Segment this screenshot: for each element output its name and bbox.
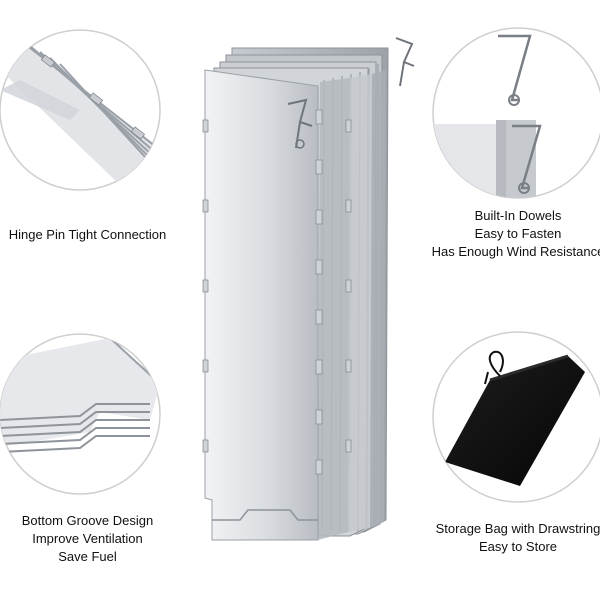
feature-caption-line: Improve Ventilation [32,531,143,546]
feature-caption-hinge: Hinge Pin Tight Connection [0,226,175,244]
feature-caption-line: Save Fuel [58,549,117,564]
feature-caption-line: Storage Bag with Drawstring [435,521,600,536]
dowel-detail-image [432,27,600,199]
feature-caption-line: Hinge Pin Tight Connection [8,227,167,242]
feature-caption-line: Easy to Fasten [474,226,562,241]
feature-caption-line: Has Enough Wind Resistance [431,244,600,259]
bottom-groove-image [0,333,161,495]
hinge-detail-image [0,29,161,191]
windscreen-panels [202,37,415,541]
feature-caption-line: Bottom Groove Design [21,513,154,528]
feature-caption-line: Built-In Dowels [474,208,562,223]
feature-caption-dowels: Built-In Dowels Easy to Fasten Has Enoug… [418,207,600,261]
feature-caption-groove: Bottom Groove Design Improve Ventilation… [0,512,175,566]
feature-caption-line: Easy to Store [478,539,558,554]
feature-caption-bag: Storage Bag with Drawstring Easy to Stor… [418,520,600,556]
storage-bag-image [432,331,600,503]
